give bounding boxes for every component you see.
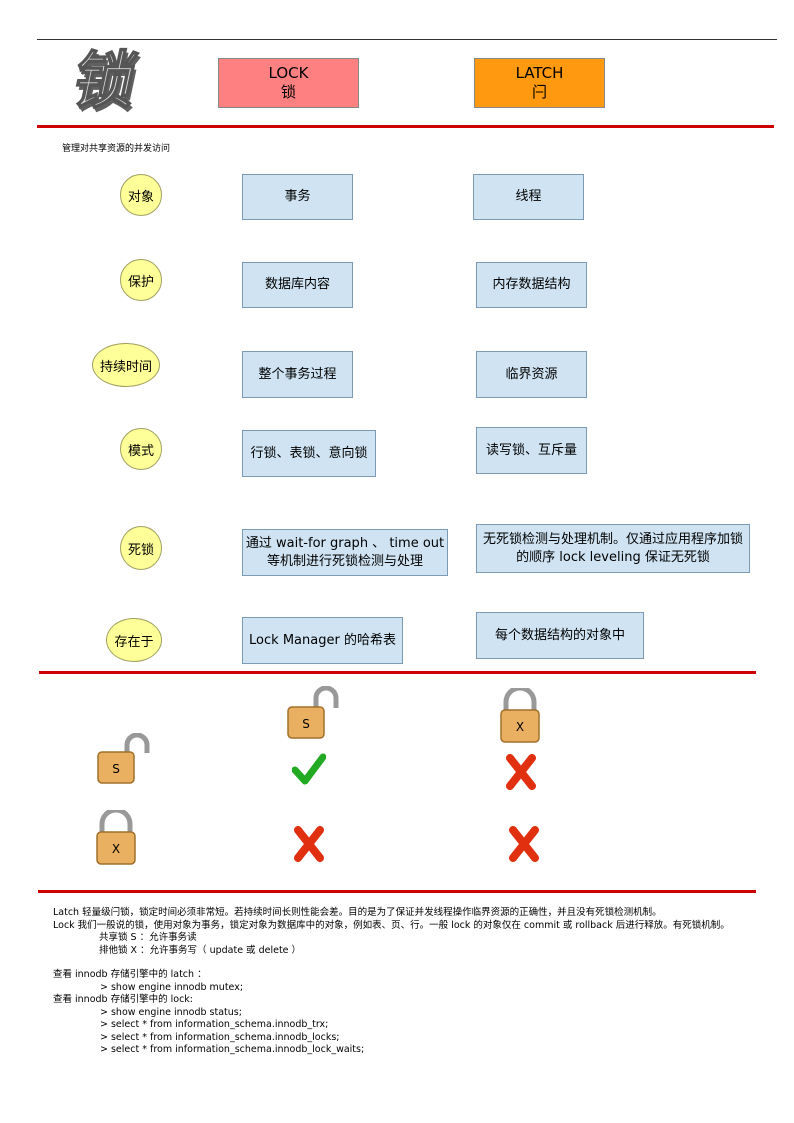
cross-icon <box>506 754 536 790</box>
col-header-x: X <box>516 720 524 734</box>
latch-header-title: LATCH <box>515 64 564 82</box>
lock-query-cmd: > show engine innodb status; <box>100 1006 242 1018</box>
shared-lock-note: 共享锁 S ：允许事务读 <box>99 932 197 943</box>
col-header-s: S <box>302 717 310 731</box>
row-label-exists-in: 存在于 <box>106 618 162 662</box>
lock-duration-cell: 整个事务过程 <box>242 351 353 398</box>
lock-header-title: LOCK <box>268 64 309 82</box>
exclusive-lock-note: 排他锁 X ：允许事务写（ update 或 delete ） <box>99 944 302 956</box>
padlock-open-icon: S <box>287 686 339 739</box>
latch-mode-cell: 读写锁、互斥量 <box>476 427 587 474</box>
lock-protect-cell: 数据库内容 <box>242 262 353 308</box>
row-label-deadlock: 死锁 <box>120 526 162 570</box>
logo-shadow-char: 锁 <box>69 49 146 118</box>
lock-mode-cell: 行锁、表锁、意向锁 <box>242 430 376 477</box>
latch-object-cell: 线程 <box>473 174 584 220</box>
latch-note: Latch 轻量级闩锁，锁定时间必须非常短。若持续时间长则性能会差。目的是为了保… <box>53 907 662 918</box>
red-divider-2 <box>39 671 756 674</box>
diagram-subtitle: 管理对共享资源的并发访问 <box>62 144 171 154</box>
row-header-x: X <box>112 842 120 856</box>
latch-header-box: LATCH 闩 <box>474 58 605 108</box>
cross-icon <box>294 826 324 862</box>
row-label-object: 对象 <box>120 174 162 216</box>
lock-query-cmd: > select * from information_schema.innod… <box>100 1031 340 1043</box>
lock-query-title: 查看 innodb 存储引擎中的 lock: <box>53 994 193 1005</box>
lock-query-cmd: > select * from information_schema.innod… <box>100 1019 329 1030</box>
logo-char: 锁 <box>67 45 144 117</box>
latch-exists-cell: 每个数据结构的对象中 <box>476 612 644 659</box>
latch-header-sub: 闩 <box>531 83 547 101</box>
top-rule <box>37 39 777 40</box>
row-header-s: S <box>112 762 120 776</box>
latch-query-title: 查看 innodb 存储引擎中的 latch ： <box>53 969 207 980</box>
lock-exists-cell: Lock Manager 的哈希表 <box>242 617 403 664</box>
notes-section: Latch 轻量级闩锁，锁定时间必须非常短。若持续时间长则性能会差。目的是为了保… <box>53 907 753 1057</box>
red-divider-3 <box>38 890 756 893</box>
cross-icon <box>509 826 539 862</box>
latch-deadlock-cell: 无死锁检测与处理机制。仅通过应用程序加锁的顺序 lock leveling 保证… <box>476 524 750 573</box>
lock-query-cmd: > select * from information_schema.innod… <box>100 1044 365 1055</box>
lock-header-box: LOCK 锁 <box>218 58 359 108</box>
lock-deadlock-cell: 通过 wait-for graph 、 time out 等机制进行死锁检测与处… <box>242 529 448 576</box>
red-divider-1 <box>37 125 774 128</box>
lock-note: Lock 我们一般说的锁，使用对象为事务，锁定对象为数据库中的对象，例如表、页、… <box>53 919 730 931</box>
row-label-protect: 保护 <box>120 259 162 301</box>
spacer <box>53 957 753 969</box>
lock-logo-icon: 锁 锁 <box>66 44 146 118</box>
padlock-closed-icon: X <box>500 688 540 743</box>
lock-header-sub: 锁 <box>280 83 296 101</box>
check-icon <box>292 753 326 785</box>
padlock-open-icon: S <box>97 733 150 784</box>
padlock-closed-icon: X <box>96 810 136 865</box>
row-label-mode: 模式 <box>120 428 162 470</box>
latch-duration-cell: 临界资源 <box>476 351 587 398</box>
latch-query-cmd: > show engine innodb mutex; <box>100 981 244 993</box>
row-label-duration: 持续时间 <box>92 343 160 387</box>
lock-object-cell: 事务 <box>242 174 353 220</box>
latch-protect-cell: 内存数据结构 <box>476 262 587 308</box>
